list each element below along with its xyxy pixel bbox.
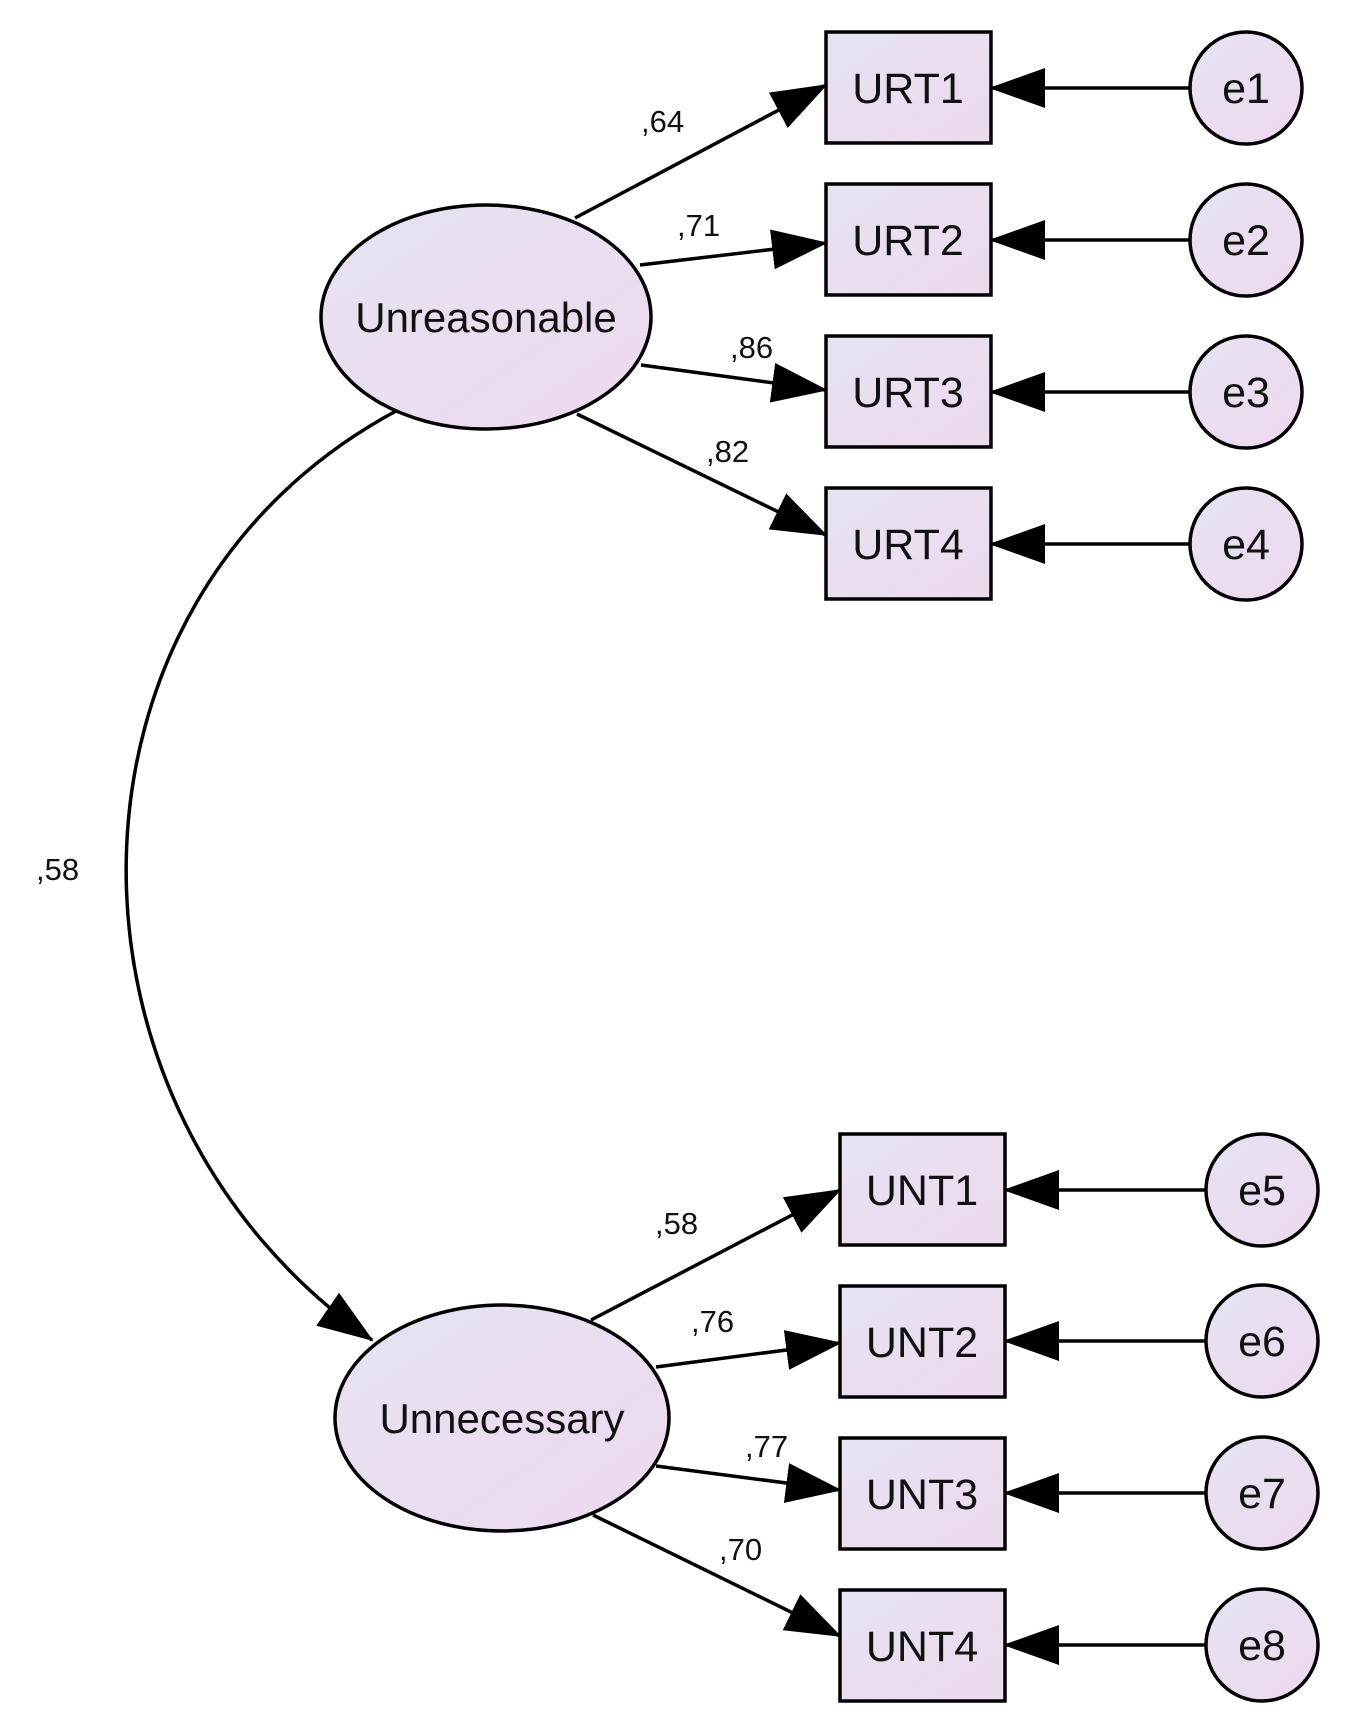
error-e6: e6 bbox=[1204, 1283, 1320, 1399]
loading-label-urt3: ,86 bbox=[730, 330, 773, 365]
loading-arrow-urt2 bbox=[639, 229, 828, 270]
loading-arrow-urt3 bbox=[640, 362, 828, 403]
loading-label-urt4: ,82 bbox=[706, 434, 749, 469]
error-e8: e8 bbox=[1204, 1587, 1320, 1703]
svg-text:UNT1: UNT1 bbox=[866, 1167, 978, 1215]
indicator-urt2: URT2 bbox=[824, 182, 993, 297]
loading-arrow-urt4 bbox=[576, 412, 828, 537]
svg-text:URT3: URT3 bbox=[852, 369, 964, 417]
svg-text:e4: e4 bbox=[1222, 521, 1270, 569]
latent-unreasonable: Unreasonable bbox=[319, 203, 653, 431]
svg-text:UNT2: UNT2 bbox=[866, 1319, 978, 1367]
error-e2: e2 bbox=[1188, 182, 1304, 298]
loading-label-urt1: ,64 bbox=[641, 104, 684, 139]
svg-text:e2: e2 bbox=[1222, 217, 1270, 265]
svg-text:e1: e1 bbox=[1222, 65, 1270, 113]
loading-arrow-unt1 bbox=[590, 1188, 842, 1322]
svg-text:e8: e8 bbox=[1238, 1622, 1286, 1670]
loading-arrow-unt3 bbox=[655, 1463, 842, 1503]
error-e1: e1 bbox=[1188, 30, 1304, 146]
indicator-unt1: UNT1 bbox=[838, 1132, 1007, 1247]
error-e3: e3 bbox=[1188, 334, 1304, 450]
loading-label-urt2: ,71 bbox=[677, 208, 720, 243]
loading-label-unt1: ,58 bbox=[655, 1206, 698, 1241]
indicator-unt2: UNT2 bbox=[838, 1284, 1007, 1399]
error-e5: e5 bbox=[1204, 1132, 1320, 1248]
svg-text:e3: e3 bbox=[1222, 369, 1270, 417]
loading-arrow-urt1 bbox=[574, 83, 828, 220]
error-e4: e4 bbox=[1188, 486, 1304, 602]
latent-unnecessary: Unnecessary bbox=[333, 1303, 671, 1533]
svg-text:URT2: URT2 bbox=[852, 217, 964, 265]
svg-text:UNT4: UNT4 bbox=[866, 1623, 978, 1671]
indicator-urt3: URT3 bbox=[824, 334, 993, 449]
svg-text:UNT3: UNT3 bbox=[866, 1471, 978, 1519]
indicator-unt4: UNT4 bbox=[838, 1588, 1007, 1703]
indicator-unt3: UNT3 bbox=[838, 1436, 1007, 1551]
svg-text:URT1: URT1 bbox=[852, 65, 964, 113]
error-e7: e7 bbox=[1204, 1435, 1320, 1551]
svg-text:URT4: URT4 bbox=[852, 521, 964, 569]
svg-text:e7: e7 bbox=[1238, 1470, 1286, 1518]
loading-label-unt2: ,76 bbox=[691, 1304, 734, 1339]
covariance-label: ,58 bbox=[36, 852, 79, 887]
svg-text:Unreasonable: Unreasonable bbox=[355, 294, 617, 341]
loading-label-unt4: ,70 bbox=[719, 1532, 762, 1567]
svg-text:e6: e6 bbox=[1238, 1318, 1286, 1366]
covariance-arrow bbox=[124, 366, 456, 1342]
svg-text:e5: e5 bbox=[1238, 1167, 1286, 1215]
indicator-urt4: URT4 bbox=[824, 486, 993, 601]
loading-arrow-unt2 bbox=[655, 1330, 842, 1370]
loading-label-unt3: ,77 bbox=[745, 1429, 788, 1464]
loading-arrow-unt4 bbox=[592, 1513, 842, 1638]
svg-text:Unnecessary: Unnecessary bbox=[379, 1395, 624, 1442]
indicator-urt1: URT1 bbox=[824, 30, 993, 145]
